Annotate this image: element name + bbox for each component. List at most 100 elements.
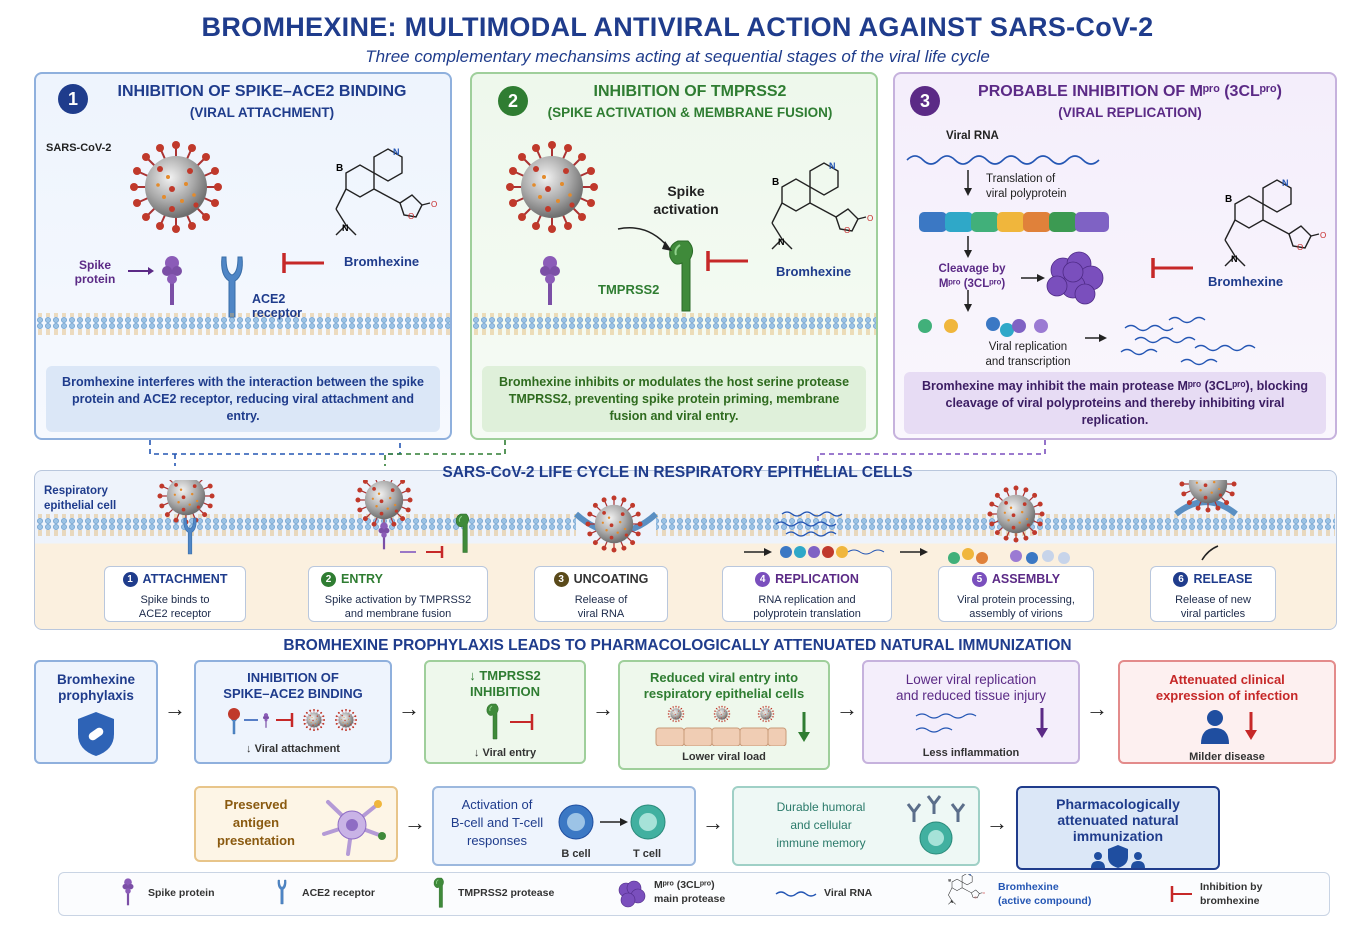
box-caption: Less inflammation <box>922 747 1020 759</box>
step-body: Spike binds to ACE2 receptor <box>138 594 212 620</box>
panel1-description: Bromhexine interferes with the interacti… <box>46 366 440 432</box>
flow-arrow: → <box>1086 696 1108 721</box>
tmprss2-label: TMPRSS2 <box>598 282 660 297</box>
ace2-receptor-label: ACE2 receptor <box>252 292 303 320</box>
panel1-illustration <box>36 140 450 335</box>
panel3-drug-label: Bromhexine <box>1208 274 1284 289</box>
step-title: ATTACHMENT <box>142 572 228 586</box>
panel3-title: PROBABLE INHIBITION OF Mᵖʳᵒ (3CLᵖʳᵒ) <box>978 83 1282 100</box>
translation-label: Translation of viral polyprotein <box>986 173 1067 200</box>
epithelium-icon <box>655 705 810 747</box>
legend-spike-label: Spike protein <box>148 887 215 899</box>
flow-arrow: → <box>836 696 858 721</box>
step-number: 5 <box>971 572 987 587</box>
rna-decrease-icon <box>915 708 1048 738</box>
epithelial-cell-label: Respiratory epithelial cell <box>44 485 117 512</box>
box-title: Attenuated clinical expression of infect… <box>1155 672 1299 703</box>
flow-arrow: → <box>592 696 614 721</box>
panel3-illustration <box>906 155 1327 366</box>
panel2-number: 2 <box>498 86 528 116</box>
box-title: Durable humoral and cellular immune memo… <box>776 800 866 850</box>
legend-tmprss2-label: TMPRSS2 protease <box>458 887 555 899</box>
viral-rna-label: Viral RNA <box>946 130 999 142</box>
box-title: Preserved antigen presentation <box>216 797 295 848</box>
legend-rna-label: Viral RNA <box>824 887 873 899</box>
box-attenuated-immunization: Pharmacologically attenuated natural imm… <box>1016 786 1220 870</box>
box-title: Reduced viral entry into respiratory epi… <box>643 670 805 701</box>
binding-inhibition-icon <box>228 708 358 735</box>
box-title: Activation of B-cell and T-cell response… <box>450 797 544 848</box>
replication-label: Viral replication and transcription <box>985 341 1071 368</box>
shield-icon <box>78 712 114 756</box>
step-number: 3 <box>553 572 569 587</box>
panel3-number: 3 <box>910 86 940 116</box>
cleavage-label: Cleavage by Mᵖʳᵒ (3CLᵖʳᵒ) <box>938 263 1006 290</box>
b-t-cell-icon <box>558 804 666 840</box>
box-lower-replication: Lower viral replication and reduced tiss… <box>862 660 1080 764</box>
box-caption: ↓ Viral attachment <box>246 743 340 755</box>
panel2-subtitle: (SPIKE ACTIVATION & MEMBRANE FUSION) <box>547 105 833 120</box>
box-spike-ace2-inhibition: INHIBITION OF SPIKE–ACE2 BINDING ↓ Viral… <box>194 660 392 764</box>
step-number: 2 <box>321 572 336 587</box>
legend-mpro-label: Mᵖʳᵒ (3CLᵖʳᵒ) main protease <box>654 879 726 905</box>
spike-activation-label: Spike activation <box>653 183 719 217</box>
legend-inhibition-label: Inhibition by bromhexine <box>1200 881 1263 907</box>
box-caption: Milder disease <box>1189 751 1265 763</box>
box-bromhexine-prophylaxis: Bromhexine prophylaxis <box>34 660 158 764</box>
box-title: INHIBITION OF SPIKE–ACE2 BINDING <box>223 670 363 701</box>
box-immune-memory: Durable humoral and cellular immune memo… <box>732 786 980 866</box>
flow-arrow: → <box>164 696 186 721</box>
box-title: Bromhexine prophylaxis <box>56 672 136 703</box>
legend-bromhexine-label: Bromhexine (active compound) <box>998 881 1092 907</box>
memory-cell-icon <box>906 795 966 855</box>
flow-arrow: → <box>398 696 420 721</box>
box-bt-cell-activation: Activation of B-cell and T-cell response… <box>432 786 696 866</box>
legend <box>58 872 1330 916</box>
flow-arrow: → <box>986 810 1008 835</box>
box-title: Pharmacologically attenuated natural imm… <box>1056 796 1180 844</box>
step-title: UNCOATING <box>573 572 649 586</box>
step-number: 6 <box>1173 572 1189 587</box>
step-body: Release of viral RNA <box>574 594 628 620</box>
step-body: RNA replication and polyprotein translat… <box>753 594 861 620</box>
flow-arrow: → <box>404 810 426 835</box>
step-body: Spike activation by TMPRSS2 and membrane… <box>324 594 472 620</box>
t-cell-label: T cell <box>632 848 662 860</box>
panel1-drug-label: Bromhexine <box>344 254 420 269</box>
box-title: Lower viral replication and reduced tiss… <box>895 672 1047 703</box>
lifecycle-illustration <box>36 480 1335 564</box>
page-subtitle: Three complementary mechansims acting at… <box>365 47 990 66</box>
flow-arrow: → <box>702 810 724 835</box>
legend-ace2-label: ACE2 receptor <box>302 887 375 899</box>
step-title: ASSEMBLY <box>991 572 1061 586</box>
step-attachment: 1 ATTACHMENT Spike binds to ACE2 receptor <box>104 566 246 622</box>
panel2-description: Bromhexine inhibits or modulates the hos… <box>482 366 866 432</box>
step-number: 1 <box>122 572 138 587</box>
step-title: RELEASE <box>1193 572 1253 586</box>
page-title: BROMHEXINE: MULTIMODAL ANTIVIRAL ACTION … <box>201 12 1154 42</box>
lifecycle-title: SARS-CoV-2 LIFE CYCLE IN RESPIRATORY EPI… <box>442 464 913 481</box>
person-icon <box>1201 710 1257 744</box>
box-attenuated-clinical: Attenuated clinical expression of infect… <box>1118 660 1336 764</box>
panel3-subtitle: (VIRAL REPLICATION) <box>1058 105 1202 120</box>
b-cell-label: B cell <box>561 848 591 860</box>
lifecycle-panel <box>34 470 1337 630</box>
group-shield-icon <box>1091 845 1145 868</box>
legend-icons <box>122 874 1192 908</box>
step-title: REPLICATION <box>775 572 859 586</box>
panel2-illustration <box>472 140 876 335</box>
panel1-subtitle: (VIRAL ATTACHMENT) <box>189 105 335 120</box>
box-tmprss2-inhibition: ↓ TMPRSS2 INHIBITION ↓ Viral entry <box>424 660 586 764</box>
panel-connectors <box>149 440 1046 476</box>
dendritic-cell-icon <box>322 800 386 856</box>
prophylaxis-title: BROMHEXINE PROPHYLAXIS LEADS TO PHARMACO… <box>283 637 1072 654</box>
step-title: ENTRY <box>341 572 383 586</box>
virus-label: SARS-CoV-2 <box>46 142 112 154</box>
panel3-description: Bromhexine may inhibit the main protease… <box>904 372 1326 434</box>
box-title: ↓ TMPRSS2 INHIBITION <box>469 668 541 699</box>
step-entry: 2 ENTRY Spike activation by TMPRSS2 and m… <box>308 566 488 622</box>
step-uncoating: 3 UNCOATING Release of viral RNA <box>534 566 668 622</box>
box-caption: Lower viral load <box>682 751 766 763</box>
